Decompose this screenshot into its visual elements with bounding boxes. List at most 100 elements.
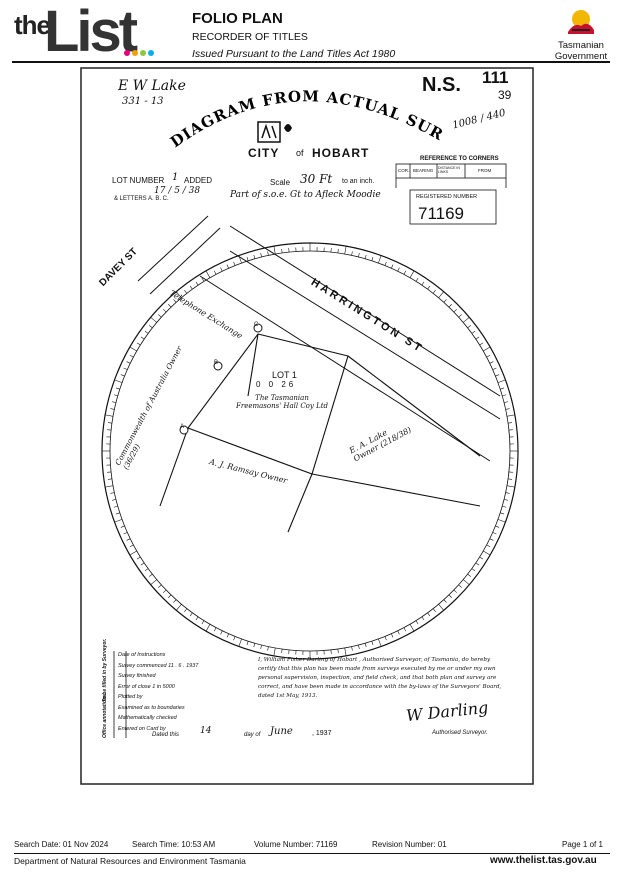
protractor-tick (173, 599, 177, 603)
protractor-tick (391, 633, 394, 638)
protractor-tick (173, 299, 177, 303)
protractor-tick (189, 612, 193, 617)
corner-reference-2: 331 - 13 (122, 96, 164, 107)
protractor-tick (267, 646, 269, 651)
protractor-tick (253, 643, 256, 648)
protractor-tick (492, 532, 497, 535)
protractor-tick (111, 401, 117, 403)
protractor-tick (158, 584, 162, 588)
protractor-tick (489, 538, 494, 541)
protractor-tick (453, 309, 457, 313)
bearing-protractor-circle (101, 242, 519, 660)
davey-street-lines (137, 215, 221, 295)
search-time: Search Time: 10:53 AM (132, 840, 216, 849)
protractor-tick (213, 270, 217, 275)
protractor-tick (486, 354, 491, 358)
protractor-tick (483, 550, 491, 556)
protractor-tick (421, 616, 425, 621)
protractor-tick (105, 485, 114, 488)
scale-suffix: to an inch. (342, 178, 375, 185)
thelist-logo: the List (14, 0, 154, 64)
protractor-tick (114, 379, 123, 383)
gov-line1: Tasmanian (558, 40, 604, 51)
protractor-tick (213, 627, 217, 632)
dated-month: June (270, 726, 293, 737)
protractor-tick (233, 261, 236, 266)
protractor-tick (107, 478, 112, 480)
ref-col-cor: COR. (398, 168, 410, 173)
protractor-tick (136, 556, 141, 560)
lot-area: 0 0 26 (256, 380, 297, 389)
survey-plan-document: E W Lake 331 - 13 N.S. 111 39 1008 / 440… (80, 66, 535, 786)
registered-number: 71169 (418, 204, 465, 223)
protractor-tick (495, 525, 500, 528)
protractor-tick (226, 633, 229, 638)
authorised-surveyor-label: Authorised Surveyor. (432, 730, 488, 736)
dated-label: Dated this (152, 732, 180, 738)
dated-year: , 1937 (312, 730, 332, 737)
search-date: Search Date: 01 Nov 2024 (14, 840, 109, 849)
protractor-tick (344, 246, 347, 255)
protractor-tick (184, 290, 188, 294)
protractor-tick (479, 342, 484, 346)
registered-number-box (409, 189, 497, 225)
protractor-tick (168, 594, 172, 598)
protractor-tick (508, 422, 513, 424)
protractor-tick (129, 544, 134, 548)
office-item: Entered on Card by (118, 725, 166, 732)
office-side-label-2: Office annotations. (102, 692, 108, 738)
protractor-tick (260, 252, 262, 258)
city-name: HOBART (312, 146, 370, 160)
protractor-tick (120, 525, 125, 528)
protractor-tick (351, 251, 353, 256)
protractor-tick (220, 267, 223, 272)
protractor-tick (195, 281, 199, 286)
protractor-tick (129, 346, 137, 352)
protractor-tick (110, 408, 115, 410)
protractor-tick (337, 248, 339, 253)
protractor-tick (448, 594, 452, 598)
footer-divider (14, 853, 610, 854)
protractor-tick (384, 261, 387, 266)
protractor-tick (150, 579, 157, 585)
protractor-tick (114, 519, 123, 523)
protractor-tick (115, 387, 120, 390)
protractor-tick (123, 367, 128, 370)
protractor-tick (448, 304, 452, 308)
protractor-tick (233, 636, 236, 641)
marker-b (213, 361, 223, 371)
protractor-tick (238, 638, 242, 647)
protractor-tick (205, 624, 211, 632)
marker-a-label: A (180, 424, 185, 430)
site-url[interactable]: www.thelist.tas.gov.au (490, 855, 597, 866)
act-reference: Issued Pursuant to the Land Titles Act 1… (192, 48, 396, 60)
protractor-tick (144, 568, 149, 572)
protractor-tick (364, 254, 367, 259)
marker-c-label: C (254, 322, 259, 328)
protractor-tick (168, 304, 172, 308)
ref-col-from: FROM (478, 168, 492, 173)
marker-a (179, 425, 189, 435)
office-item: Survey finished (118, 673, 156, 679)
protractor-tick (337, 649, 339, 654)
revision-number: Revision Number: 01 (372, 840, 447, 849)
protractor-tick (443, 299, 447, 303)
protractor-tick (489, 361, 494, 364)
part-of-grant: Part of s.o.e. Gt to Afleck Moodie (230, 190, 381, 200)
protractor-tick (129, 550, 137, 556)
protractor-tick (371, 641, 374, 646)
protractor-tick (475, 562, 480, 566)
protractor-tick (205, 270, 211, 278)
protractor-tick (351, 646, 353, 651)
ref-corners-title: REFERENCE TO CORNERS (420, 156, 499, 162)
city-crest-icon (257, 121, 292, 143)
protractor-tick (467, 325, 471, 329)
protractor-tick (409, 624, 415, 632)
lot-boundary (159, 333, 481, 533)
protractor-tick (253, 254, 256, 259)
protractor-tick (149, 573, 153, 577)
protractor-tick (471, 330, 476, 334)
protractor-tick (463, 579, 470, 585)
surveyor-certificate: I, William Fisher Darling of Hobart , Au… (258, 657, 502, 699)
protractor-tick (397, 267, 400, 272)
